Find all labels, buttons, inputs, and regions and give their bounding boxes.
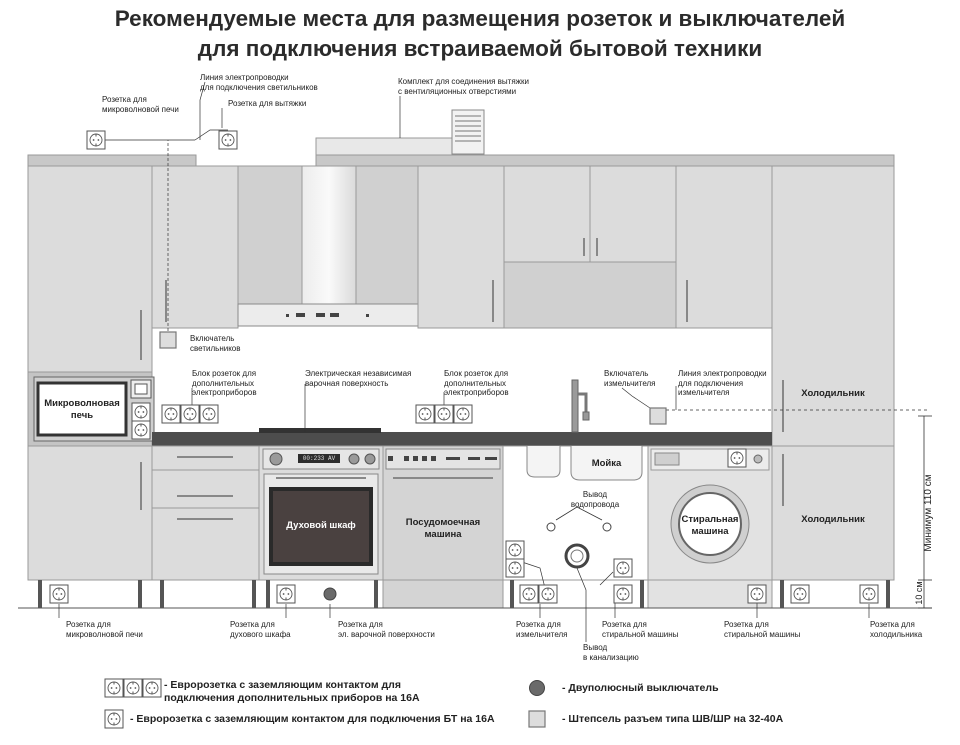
- legend-bipolar-switch: - Двуполюсный выключатель: [562, 682, 719, 694]
- hob: [259, 428, 381, 433]
- socket-block-left-3: [199, 404, 219, 424]
- top-plinth-left: [27, 154, 197, 167]
- socket-washer-2: [613, 584, 633, 604]
- socket-block-left-1: [161, 404, 181, 424]
- label-bottom-washer-1: Розетка для стиральной машины: [602, 620, 679, 639]
- socket-grinder-upper-1: [505, 540, 525, 560]
- label-bottom-oven: Розетка для духового шкафа: [230, 620, 291, 639]
- dishwasher: [382, 445, 504, 581]
- sink-bowl-right: [570, 446, 643, 481]
- label-grinder-wiring: Линия электропроводки для подключения из…: [678, 369, 767, 397]
- dimension-bottom-height: 10 см: [914, 581, 924, 605]
- legend-bipolar-switch-icon: [529, 680, 545, 696]
- fridge-lower: [771, 445, 895, 581]
- socket-microwave-side-2: [131, 420, 151, 440]
- sink-bowl-left: [526, 446, 561, 478]
- hob-bipolar-switch: [323, 587, 337, 601]
- sink-label: Мойка: [591, 458, 622, 469]
- top-plinth-right: [315, 154, 895, 167]
- light-switch: [159, 331, 177, 349]
- cabinet-legs: [38, 580, 890, 608]
- upper-cabinet-3: [355, 165, 419, 307]
- dimension-min-height: Минимум 110 см: [923, 474, 934, 552]
- socket-bottom-oven: [276, 584, 296, 604]
- label-light-wiring: Линия электропроводки для подключения св…: [200, 73, 318, 92]
- page-title: Рекомендуемые места для размещения розет…: [0, 4, 960, 64]
- vent-grille: [451, 109, 485, 155]
- tall-left-lower-cabinet: [27, 445, 153, 581]
- label-bottom-microwave: Розетка для микроволновой печи: [66, 620, 143, 639]
- countertop: [152, 432, 772, 446]
- upper-cabinet-6: [503, 261, 677, 329]
- label-vent-kit: Комплект для соединения вытяжки с вентил…: [398, 77, 529, 96]
- washing-machine: [647, 445, 773, 599]
- socket-washer-1: [613, 558, 633, 578]
- legend-plug-socket: - Штепсель разъем типа ШВ/ШР на 32-40А: [562, 713, 784, 725]
- label-sewer-outlet: Вывод в канализацию: [583, 643, 639, 662]
- socket-block-mid-1: [415, 404, 435, 424]
- oven-label: Духовой шкаф: [286, 520, 356, 531]
- label-socket-block-left: Блок розеток для дополнительных электроп…: [192, 369, 257, 397]
- socket-bottom-grinder-2: [538, 584, 558, 604]
- label-microwave-socket-top: Розетка для микроволновой печи: [102, 95, 179, 114]
- fridge-bottom-label: Холодильник: [801, 514, 865, 525]
- upper-cabinet-4: [417, 165, 505, 329]
- socket-bottom-fridge: [859, 584, 879, 604]
- height-dimension: [918, 415, 932, 609]
- grinder-switch: [649, 407, 667, 425]
- hood-controls: [286, 313, 369, 317]
- socket-block-mid-3: [453, 404, 473, 424]
- dishwasher-plinth: [382, 579, 504, 609]
- legend-triple-socket-icon: [104, 678, 162, 698]
- legend-plug-socket-icon: [528, 710, 546, 728]
- socket-bottom-washer: [747, 584, 767, 604]
- title-line-2: для подключения встраиваемой бытовой тех…: [197, 36, 763, 61]
- label-hob: Электрическая независимая варочная повер…: [305, 369, 412, 388]
- title-line-1: Рекомендуемые места для размещения розет…: [114, 6, 846, 31]
- label-bottom-washer-2: Розетка для стиральной машины: [724, 620, 801, 639]
- microwave-label: Микроволновая печь: [44, 398, 120, 421]
- label-socket-block-mid: Блок розеток для дополнительных электроп…: [444, 369, 509, 397]
- label-bottom-fridge: Розетка для холодильника: [870, 620, 923, 639]
- upper-cabinet-7: [675, 165, 773, 329]
- hood-chimney: [301, 165, 357, 307]
- socket-bottom-grinder-1: [519, 584, 539, 604]
- range-hood: [237, 303, 419, 327]
- label-hood-socket: Розетка для вытяжки: [228, 99, 307, 108]
- legend-single-socket: - Евророзетка с заземляющим контактом дл…: [130, 713, 495, 725]
- socket-grinder-upper-2: [505, 558, 525, 578]
- label-bottom-grinder: Розетка для измельчителя: [516, 620, 568, 639]
- legend-triple-socket: - Евророзетка с заземляющим контактом дл…: [164, 679, 420, 704]
- socket-bottom-microwave: [49, 584, 69, 604]
- drawer-unit: [151, 445, 260, 581]
- faucet: [571, 379, 590, 433]
- cold-water-outlet: [546, 522, 556, 532]
- tall-left-cabinet: [27, 165, 153, 373]
- upper-cabinet-2: [237, 165, 303, 307]
- upper-cabinet-1: [151, 165, 239, 329]
- label-water-outlet: Вывод водопровода: [570, 490, 620, 509]
- label-bottom-hob: Розетка для эл. варочной поверхности: [338, 620, 435, 639]
- socket-microwave-side-1: [131, 402, 151, 422]
- legend-single-socket-icon: [104, 709, 124, 729]
- socket-hood: [218, 130, 238, 150]
- fridge-top-label: Холодильник: [801, 388, 865, 399]
- socket-fridge-1: [790, 584, 810, 604]
- oven-display: 00:233 AV: [302, 455, 336, 462]
- socket-microwave-top: [86, 130, 106, 150]
- socket-block-mid-2: [434, 404, 454, 424]
- socket-washer-panel: [727, 448, 747, 468]
- socket-block-left-2: [180, 404, 200, 424]
- hot-water-outlet: [602, 522, 612, 532]
- label-grinder-switch: Включатель измельчителя: [604, 369, 656, 388]
- leader-lines: [58, 81, 930, 642]
- label-light-switch: Включатель светильников: [190, 334, 241, 353]
- dishwasher-label: Посудомоечная машина: [405, 517, 481, 540]
- fridge-upper: [771, 165, 895, 447]
- washer-label: Стиральная машина: [681, 514, 739, 537]
- oven: [258, 445, 384, 581]
